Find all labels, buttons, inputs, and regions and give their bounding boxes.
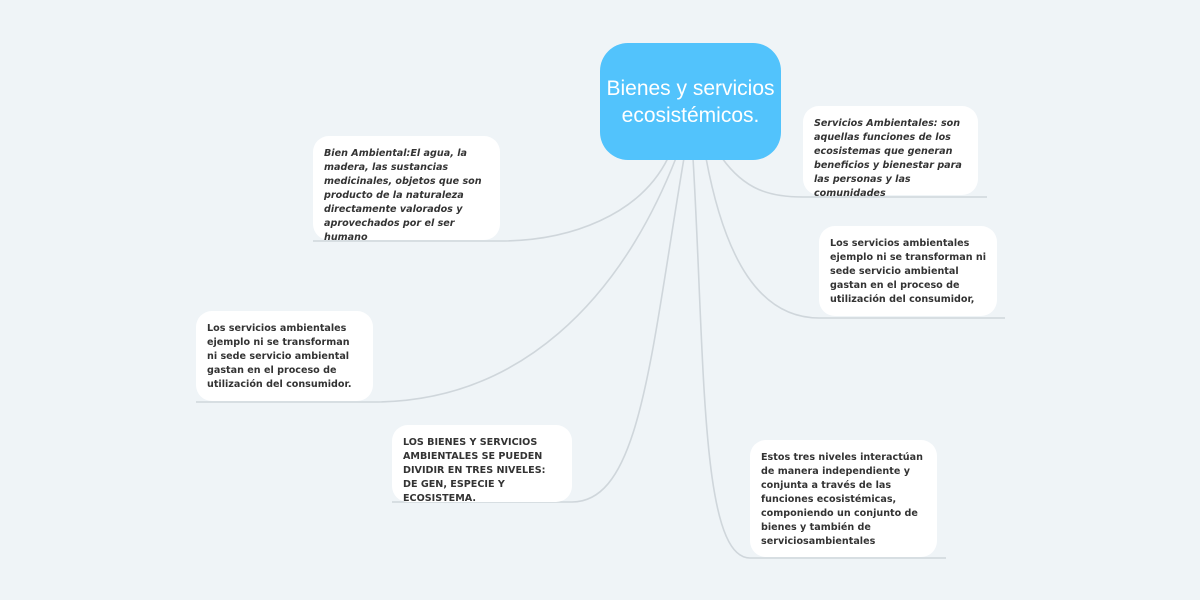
central-topic-title: Bienes y servicios ecosistémicos. [606, 76, 775, 127]
node-text: Los servicios ambientales ejemplo ni se … [830, 238, 986, 305]
link-tres-niveles [392, 157, 685, 503]
node-bien-ambiental[interactable]: Bien Ambiental:El agua, la madera, las s… [313, 136, 500, 243]
node-text: Bien Ambiental:El agua, la madera, las s… [324, 148, 482, 243]
node-servicios-transforman-right[interactable]: Los servicios ambientales ejemplo ni se … [819, 226, 997, 316]
link-servicios-transforman-right [705, 157, 1005, 319]
node-text: Los servicios ambientales ejemplo ni se … [207, 323, 352, 390]
node-servicios-ambientales[interactable]: Servicios Ambientales: son aquellas func… [803, 106, 978, 199]
link-interactuan [692, 157, 946, 559]
node-text: Servicios Ambientales: son aquellas func… [814, 118, 962, 199]
link-servicios-transforman-left [196, 157, 677, 403]
link-bien-ambiental [313, 157, 669, 242]
central-topic[interactable]: Bienes y servicios ecosistémicos. [600, 43, 781, 160]
node-tres-niveles[interactable]: LOS BIENES Y SERVICIOS AMBIENTALES SE PU… [392, 425, 572, 504]
node-servicios-transforman-left[interactable]: Los servicios ambientales ejemplo ni se … [196, 311, 373, 401]
node-interactuan[interactable]: Estos tres niveles interactúan de manera… [750, 440, 937, 557]
node-text: Estos tres niveles interactúan de manera… [761, 452, 923, 547]
link-servicios-ambientales [721, 157, 987, 198]
node-text: LOS BIENES Y SERVICIOS AMBIENTALES SE PU… [403, 437, 546, 504]
